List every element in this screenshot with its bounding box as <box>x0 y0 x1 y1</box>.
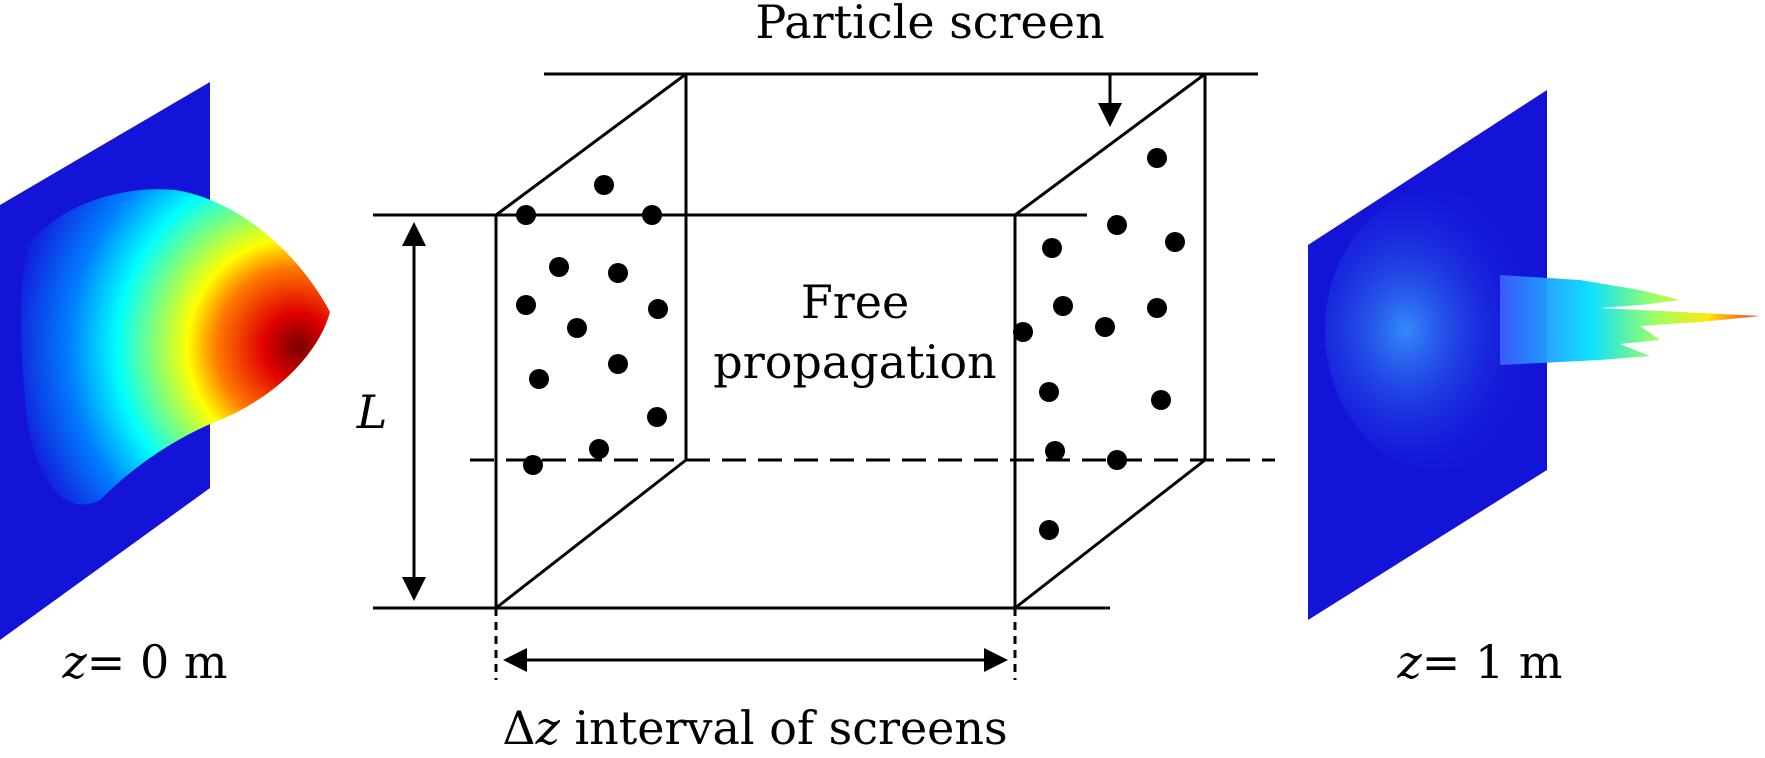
particle-dot <box>1107 215 1127 235</box>
particle-dot <box>647 407 667 427</box>
particle-screen-right <box>1013 72 1207 610</box>
free-propagation-label-line1: Free <box>801 275 909 329</box>
particle-dot <box>1151 390 1171 410</box>
particle-dot <box>1045 441 1065 461</box>
interval-label: Δz interval of screens <box>502 701 1007 755</box>
particle-dot <box>1042 238 1062 258</box>
particle-dot <box>1039 382 1059 402</box>
particle-dot <box>516 205 536 225</box>
particle-dot <box>523 455 543 475</box>
particle-dot <box>529 369 549 389</box>
output-beam-glow <box>1325 190 1555 470</box>
particle-dot <box>567 318 587 338</box>
input-beam-gaussian <box>20 189 330 505</box>
z-left-label: z= 0 m <box>62 635 228 689</box>
length-label: L <box>356 385 388 439</box>
particle-dot <box>1107 450 1127 470</box>
particle-screen-left <box>494 72 688 610</box>
particle-dot <box>1147 148 1167 168</box>
particle-dot <box>1165 232 1185 252</box>
particle-screen-label: Particle screen <box>755 0 1104 49</box>
particle-dot <box>1095 317 1115 337</box>
output-beam-spikes <box>1500 275 1760 365</box>
input-beam-profile <box>0 82 330 640</box>
particle-dot <box>648 299 668 319</box>
particle-dot <box>1147 298 1167 318</box>
particle-dot <box>608 354 628 374</box>
particle-dot <box>608 263 628 283</box>
particles-left <box>516 175 668 475</box>
particle-dot <box>1053 296 1073 316</box>
z-right-label: z= 1 m <box>1397 635 1563 689</box>
particle-dot <box>642 205 662 225</box>
particle-dot <box>1039 520 1059 540</box>
particles-right <box>1013 148 1185 540</box>
particle-dot <box>516 295 536 315</box>
output-beam-profile <box>1308 90 1760 620</box>
particle-dot <box>589 439 609 459</box>
arrows <box>402 74 1122 680</box>
particle-dot <box>594 175 614 195</box>
free-propagation-label-line2: propagation <box>713 335 996 389</box>
particle-dot <box>549 257 569 277</box>
particle-dot <box>1013 322 1033 342</box>
